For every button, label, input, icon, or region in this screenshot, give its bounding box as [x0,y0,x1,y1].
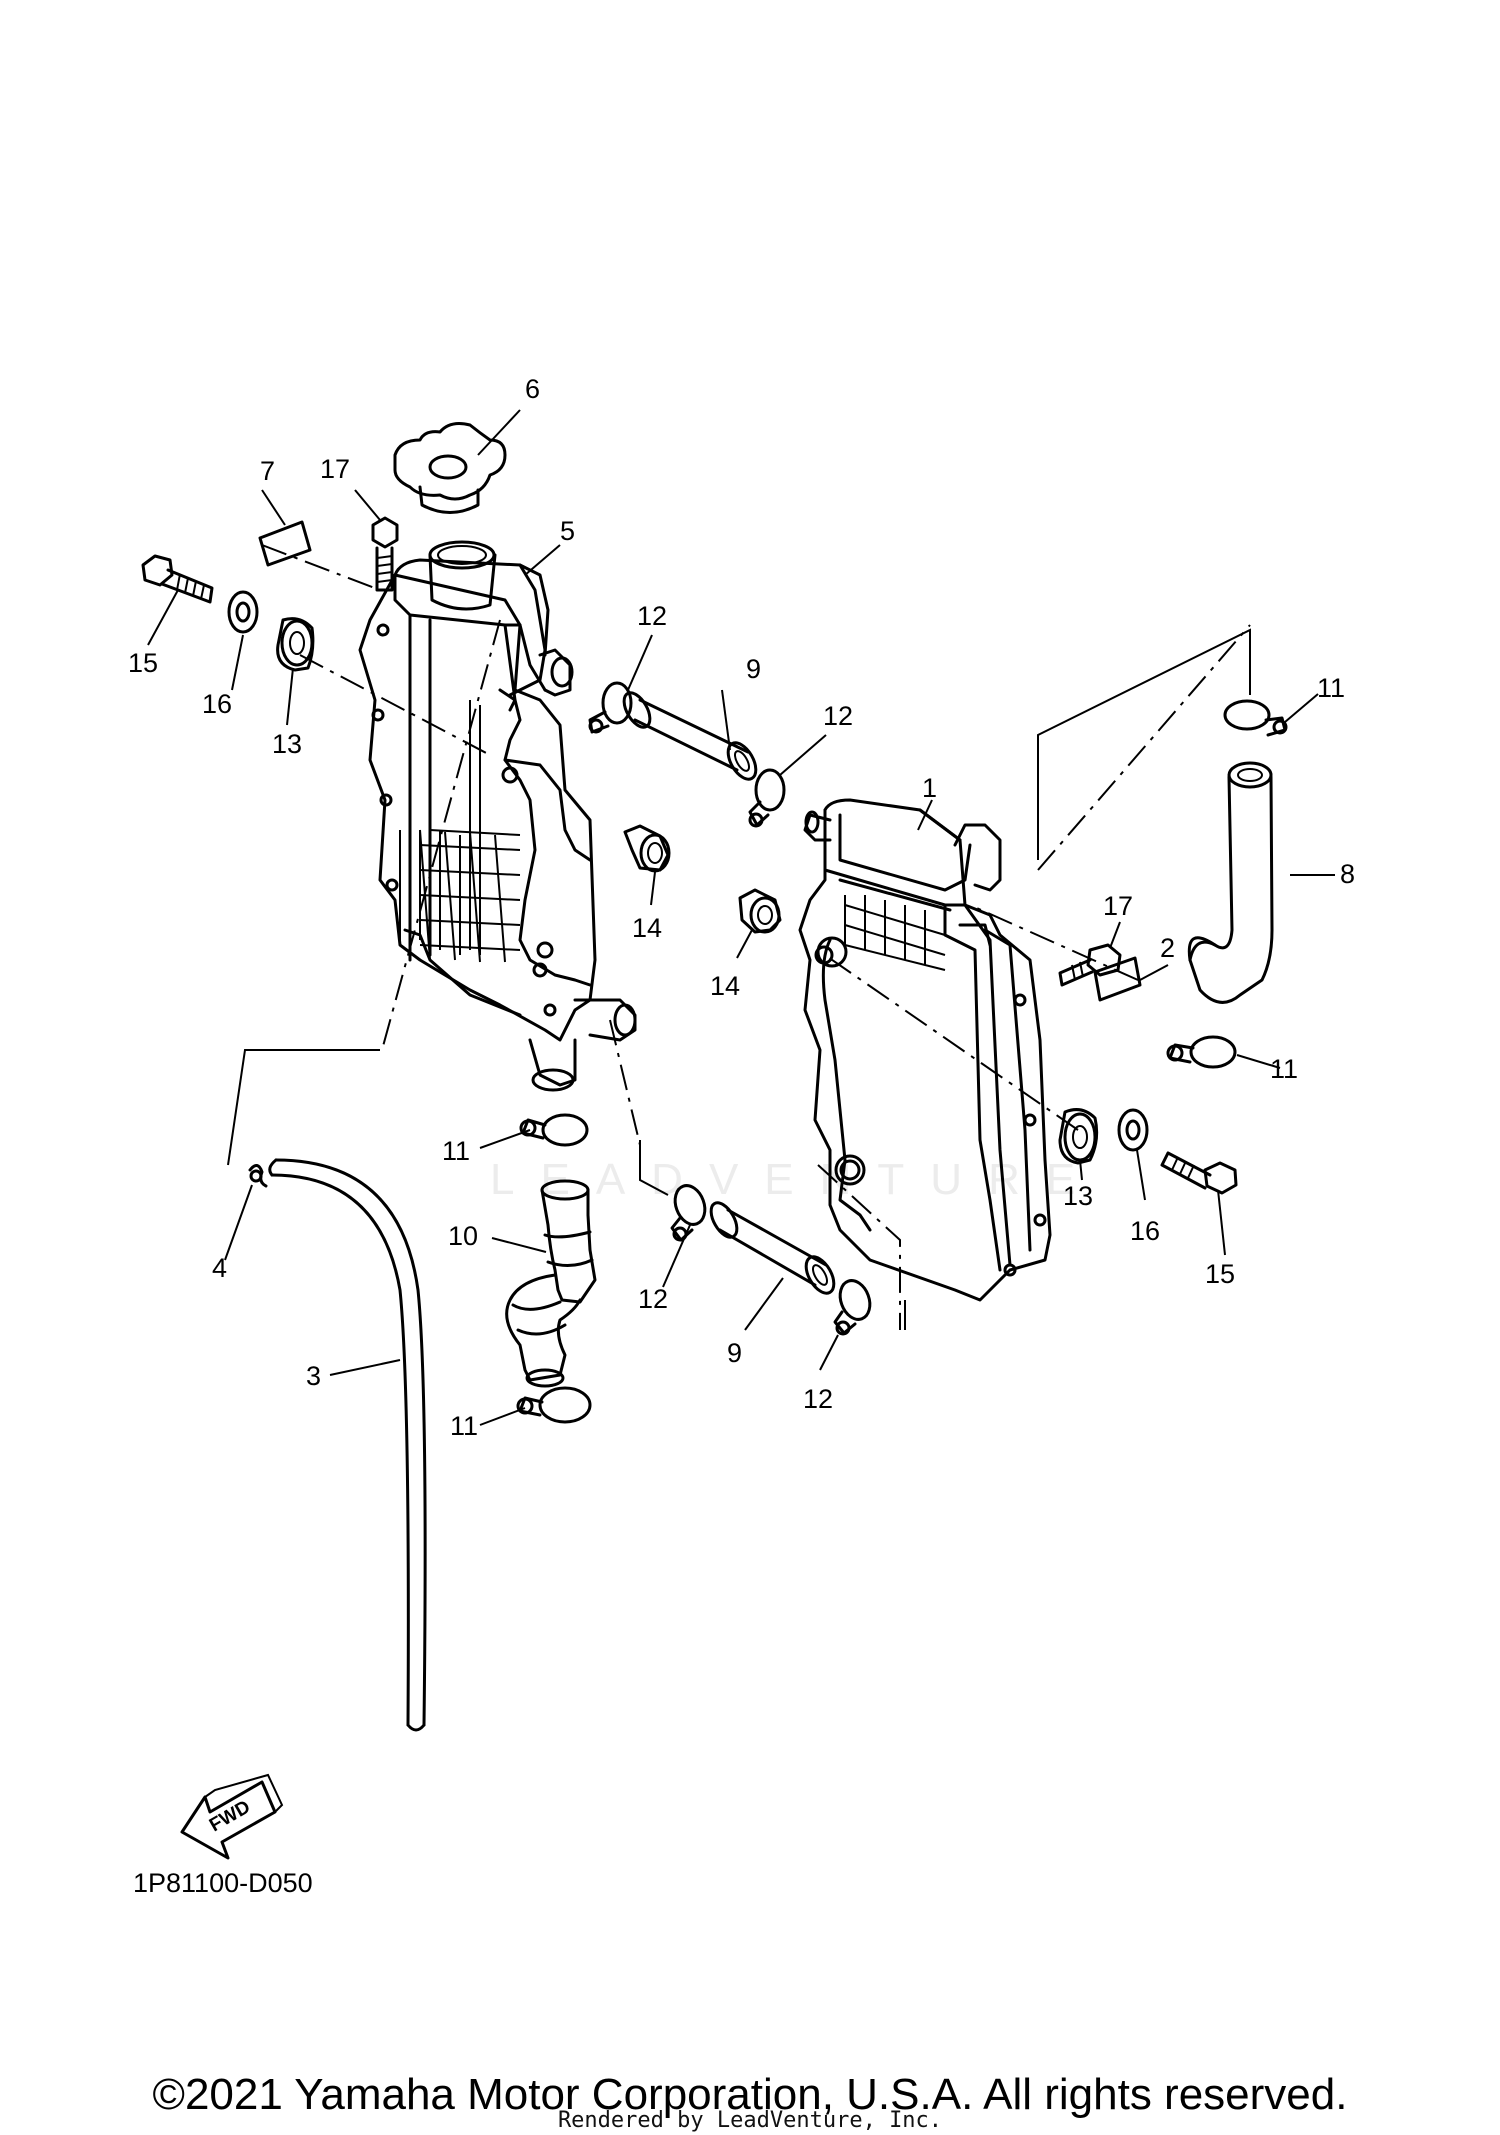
grommet-13-left [276,617,315,672]
fwd-label: FWD [206,1797,254,1837]
callout-16a: 16 [202,689,232,719]
copyright-notice: ©2021 Yamaha Motor Corporation, U.S.A. A… [152,2070,1348,2119]
callout-14a: 14 [632,913,662,943]
bolt-17-left [371,516,399,592]
clamp-12-d [833,1279,872,1336]
clamp-12-b [748,768,786,828]
callout-10: 10 [448,1221,478,1251]
callout-12c: 12 [638,1284,668,1314]
right-radiator [798,798,1052,1302]
grommet-13-right [1058,1108,1099,1165]
washer-16-left [227,590,259,634]
hose-10 [505,1179,597,1388]
clamp-11-d [516,1386,592,1424]
callout-8: 8 [1340,859,1355,889]
rendered-by-credit: Rendered by LeadVenture, Inc. [557,2108,943,2133]
collar-14-right [738,888,782,934]
bolt-15-right [1160,1151,1238,1195]
hose-clip-4 [248,1164,268,1188]
callout-1: 1 [922,773,937,803]
callout-6: 6 [525,374,540,404]
callout-15b: 15 [1205,1259,1235,1289]
clamp-11-a [1223,699,1288,737]
fwd-arrow-icon: FWD [180,1773,284,1860]
callout-5: 5 [560,516,575,546]
collar-14-left [623,824,671,873]
bolt-15-left [141,554,214,604]
clamp-12-a [588,681,633,734]
callout-16b: 16 [1130,1216,1160,1246]
callout-7: 7 [260,456,275,486]
callout-15a: 15 [128,648,158,678]
clamp-12-c [670,1184,707,1242]
label-plate-7 [258,520,312,567]
callout-12d: 12 [803,1384,833,1414]
hose-8 [1187,761,1274,1004]
callout-9a: 9 [746,654,761,684]
callout-12b: 12 [823,701,853,731]
clamp-11-b [1166,1035,1237,1069]
callout-4: 4 [212,1253,227,1283]
left-radiator [358,540,637,1092]
hose-9-lower [709,1201,836,1295]
label-plate-2 [1093,956,1142,1002]
callout-14b: 14 [710,971,740,1001]
clamp-11-c [519,1113,589,1147]
washer-16-right [1117,1108,1149,1152]
hose-9-upper [622,691,758,781]
callout-11c: 11 [442,1136,470,1166]
callout-17a: 17 [320,454,350,484]
callout-13b: 13 [1063,1181,1093,1211]
callout-11b: 11 [1270,1054,1298,1084]
callout-13a: 13 [272,729,302,759]
callout-17b: 17 [1103,891,1133,921]
drawing-code: 1P81100-D050 [133,1868,313,1898]
callout-3: 3 [306,1361,321,1391]
callout-11d: 11 [450,1411,478,1441]
callout-11a: 11 [1317,673,1345,703]
callout-9b: 9 [727,1338,742,1368]
radiator-cap [393,422,507,514]
callout-12a: 12 [637,601,667,631]
breather-hose-3 [268,1158,427,1732]
callout-2: 2 [1160,933,1175,963]
